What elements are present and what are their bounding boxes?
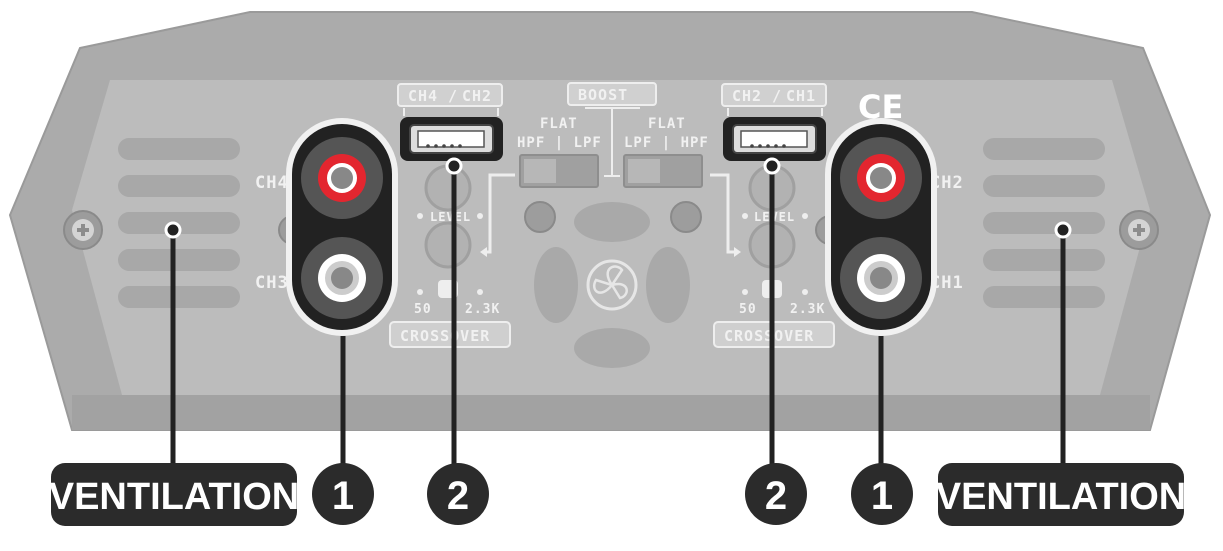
svg-text:2: 2 [447,474,469,518]
svg-text:1: 1 [332,474,354,518]
rca-input-block-right [825,118,937,336]
flat-label-left: FLAT [540,116,578,132]
boost-switch-area: BOOST FLAT FLAT HPF | LPF LPF | HPF [517,82,709,188]
mount-screw-left [63,210,103,250]
mount-screw-right [1119,210,1159,250]
svg-text:2: 2 [765,474,787,518]
boost-label: BOOST [578,86,628,104]
usb-port-left [400,117,503,161]
rca-input-block-left [286,118,398,336]
callout-ventilation-left: VENTILATION [49,463,300,526]
crossover-label-right: CROSSOVER [724,327,814,345]
center-screw-right [670,201,702,233]
callout-rca-left: 1 [312,463,374,525]
ce-mark: CE [858,88,903,126]
svg-text:1: 1 [871,474,893,518]
freq-high-right: 2.3K [790,302,825,317]
callout-ventilation-right: VENTILATION [936,463,1187,526]
svg-text:/: / [772,87,782,105]
freq-high-left: 2.3K [465,302,500,317]
fan-logo [534,202,690,368]
callout-usb-right: 2 [745,463,807,525]
svg-text:CH1: CH1 [786,87,816,105]
callout-rca-right: 1 [851,463,913,525]
center-screw-left [524,201,556,233]
control-cluster-left: LEVEL 50 2.3K CROSSOVER [389,164,515,348]
amplifier-bottom-band [72,395,1150,430]
lpf-hpf-label: LPF | HPF [624,135,709,151]
svg-text:CH4: CH4 [408,87,438,105]
svg-text:VENTILATION: VENTILATION [936,476,1187,518]
svg-text:/: / [448,87,458,105]
svg-text:VENTILATION: VENTILATION [49,476,300,518]
input-label-ch4: CH4 [255,173,289,193]
freq-low-right: 50 [739,302,757,317]
flat-label-right: FLAT [648,116,686,132]
input-label-ch3: CH3 [255,273,289,293]
channel-badge-ch4-ch2: CH4 / CH2 [397,83,503,116]
input-label-ch2: CH2 [930,173,964,193]
freq-low-left: 50 [414,302,432,317]
crossover-label-left: CROSSOVER [400,327,490,345]
usb-port-right [723,117,826,161]
callout-usb-left: 2 [427,463,489,525]
hpf-lpf-label: HPF | LPF [517,135,602,151]
svg-text:CH2: CH2 [732,87,762,105]
leader-lines [164,157,1072,465]
input-label-ch1: CH1 [930,273,964,293]
svg-text:CH2: CH2 [462,87,492,105]
ventilation-slots-right [983,138,1105,308]
channel-badge-ch2-ch1: CH2 / CH1 [721,83,827,116]
level-label-right: LEVEL [754,210,795,224]
ventilation-slots-left [118,138,240,308]
level-label-left: LEVEL [430,210,471,224]
